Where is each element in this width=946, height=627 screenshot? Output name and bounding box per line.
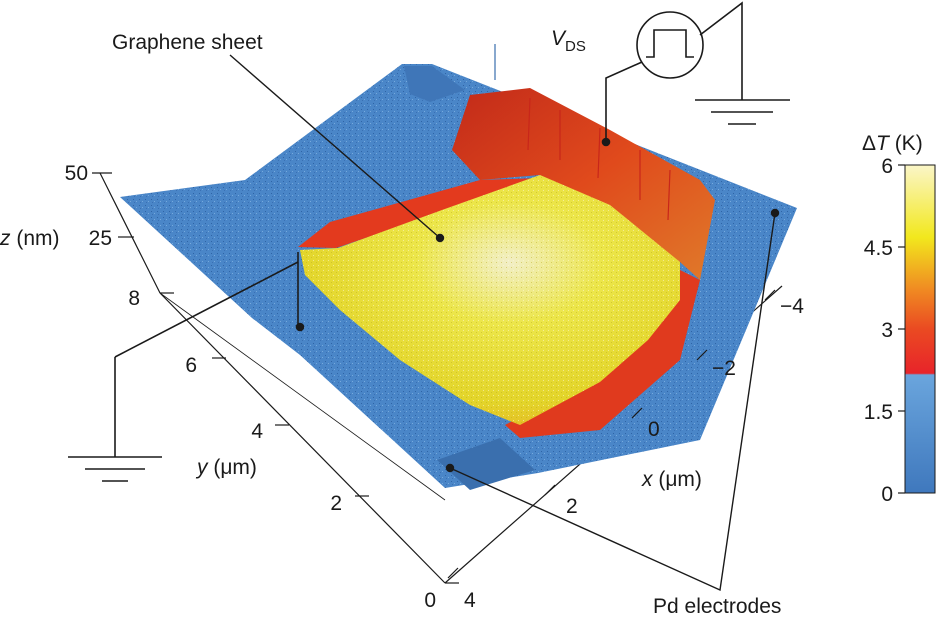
colorbar-title: ΔT (K) <box>862 132 923 155</box>
vds-main: V <box>551 27 567 50</box>
colorbar-title-prefix: Δ <box>862 132 876 155</box>
colorbar-gradient <box>904 164 936 494</box>
y-axis-var: y <box>195 456 209 479</box>
colorbar-tick-label: 6 <box>881 155 893 178</box>
z-axis-title: z (nm) <box>0 227 60 250</box>
graphene-leader <box>229 54 441 239</box>
x-tick-label: −4 <box>780 295 804 318</box>
wall-spikes <box>494 44 671 221</box>
z-axis-unit: (nm) <box>11 227 60 250</box>
z-axis-ticks <box>92 172 134 238</box>
x-axis-ticks <box>447 289 776 579</box>
z-tick-label: 25 <box>89 227 112 250</box>
ground-symbol-left <box>68 252 305 482</box>
colorbar-tick-label: 3 <box>881 319 893 342</box>
vds-sub: DS <box>565 38 586 55</box>
pd-electrodes-label: Pd electrodes <box>653 595 781 618</box>
vds-source <box>601 1 790 147</box>
graphene-sheet-label: Graphene sheet <box>112 31 263 54</box>
y-tick-label: 2 <box>330 492 342 515</box>
y-axis-ticks <box>160 292 459 584</box>
x-axis-title: x (μm) <box>641 468 702 491</box>
x-tick-label: −2 <box>712 357 736 380</box>
colorbar <box>898 164 936 494</box>
x-tick-label: 0 <box>648 418 660 441</box>
y-axis-title: y (μm) <box>195 456 257 479</box>
colorbar-tick-label: 0 <box>881 483 893 506</box>
y-tick-label: 0 <box>424 589 436 612</box>
annotation-leaders <box>229 54 780 592</box>
y-axis-unit: (μm) <box>208 456 257 479</box>
pd-leader <box>449 212 776 592</box>
colorbar-title-unit: (K) <box>889 132 923 155</box>
z-axis-var: z <box>0 227 11 250</box>
vds-label: VDS <box>551 27 586 55</box>
x-axis-unit: (μm) <box>653 468 702 491</box>
x-tick-label: 2 <box>566 495 578 518</box>
graphene-sheet <box>300 175 680 425</box>
y-tick-label: 4 <box>251 420 263 443</box>
colorbar-title-var: T <box>876 132 891 155</box>
x-tick-label: 4 <box>464 589 476 612</box>
x-axis-var: x <box>641 468 654 491</box>
y-tick-label: 8 <box>128 287 140 310</box>
colorbar-tick-label: 1.5 <box>864 401 893 424</box>
colorbar-tick-label: 4.5 <box>864 237 893 260</box>
y-tick-label: 6 <box>185 354 197 377</box>
z-tick-label: 50 <box>65 162 88 185</box>
